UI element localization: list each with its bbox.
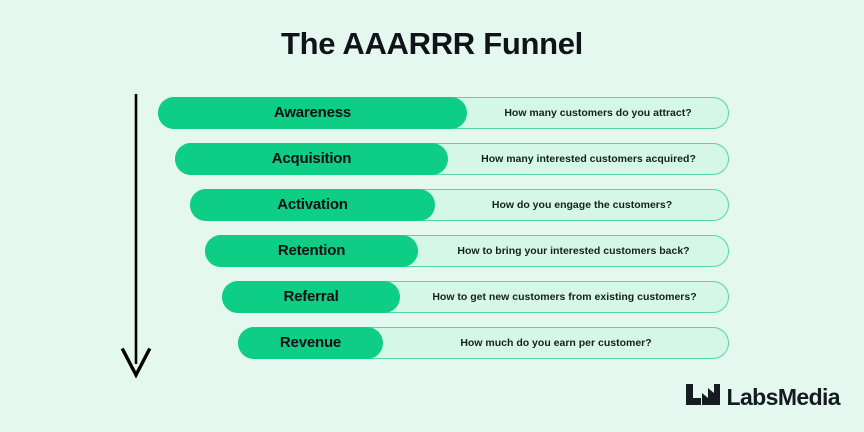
labsmedia-chart-mark-icon [685,384,720,410]
funnel-stage-label-6: Revenue [279,334,342,351]
funnel-stage-desc-5: How to get new customers from existing c… [432,291,697,303]
funnel-stage-desc-2: How many interested customers acquired? [481,153,696,165]
funnel-row-6[interactable]: Revenue How much do you earn per custome… [238,327,729,359]
funnel-stage-desc-4: How to bring your interested customers b… [457,245,690,257]
funnel-bar-2 [175,143,448,175]
funnel-row-3[interactable]: Activation How do you engage the custome… [190,189,729,221]
funnel-stage-desc-3: How do you engage the customers? [491,199,673,211]
funnel-stage-label-3: Activation [277,196,348,213]
logo-mark-svg [685,384,720,405]
logo-text: LabsMedia [726,383,841,410]
funnel-bar-1 [158,97,467,129]
funnel-stage-label-4: Retention [277,242,346,259]
funnel-bar-5 [222,281,400,313]
page-title: The AAARRR Funnel [280,26,583,61]
funnel-bar-4 [205,235,418,267]
arrow-svg [120,94,152,379]
funnel-bar-3 [190,189,435,221]
funnel-stage-label-1: Awareness [273,104,352,121]
brand-logo[interactable]: LabsMedia [685,383,841,410]
funnel-stage-label-2: Acquisition [271,150,352,167]
funnel-row-1[interactable]: Awareness How many customers do you attr… [158,97,729,129]
funnel-row-2[interactable]: Acquisition How many interested customer… [175,143,729,175]
funnel-stage-desc-6: How much do you earn per customer? [460,337,652,349]
funnel-row-4[interactable]: Retention How to bring your interested c… [205,235,729,267]
funnel-bar-6 [238,327,383,359]
funnel-stage-label-5: Referral [283,288,339,305]
funnel-stage-desc-1: How many customers do you attract? [504,107,692,119]
funnel-row-5[interactable]: Referral How to get new customers from e… [222,281,729,313]
downward-flow-arrow [120,92,156,380]
